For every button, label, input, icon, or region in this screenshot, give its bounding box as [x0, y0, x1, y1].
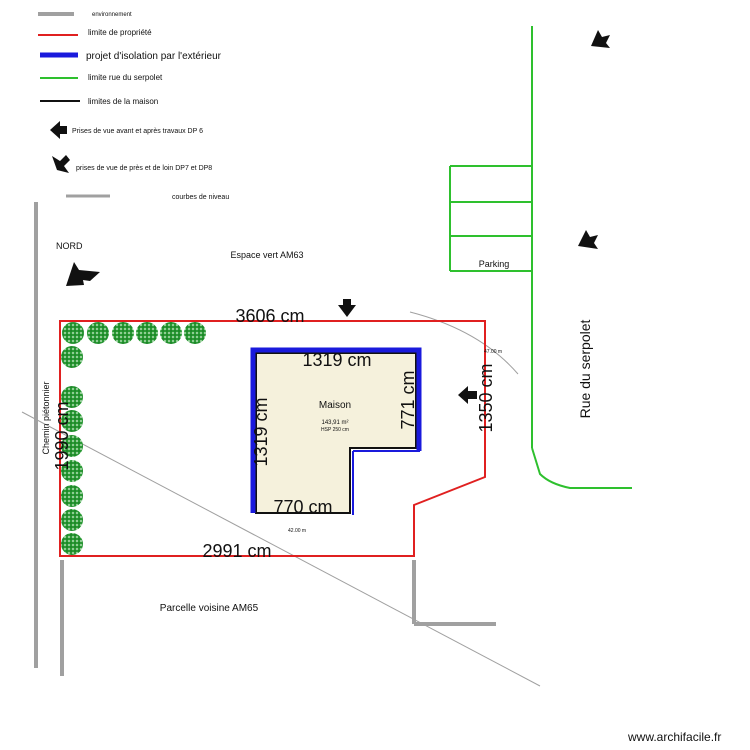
hedge-bush: [61, 509, 83, 531]
property-limit: [59, 320, 486, 557]
hedge-bush: [61, 533, 83, 555]
level-top: 47.00 m: [484, 349, 502, 355]
parking-label: Parking: [479, 259, 510, 269]
footpath-label: Chemin piétonnier: [41, 381, 51, 454]
house-hsp: HSP 250 cm: [321, 427, 349, 433]
dim-house-left: 1319 cm: [251, 397, 271, 466]
green-space-label: Espace vert AM63: [230, 250, 303, 260]
house-label: Maison: [319, 400, 351, 411]
hedge: [61, 322, 206, 555]
dim-house-bottom: 770 cm: [273, 497, 332, 517]
arrow-left-icon: [50, 121, 67, 139]
insulation-walls: [250, 347, 422, 513]
house-outline: [255, 352, 417, 514]
dim-top: 3606 cm: [235, 306, 304, 326]
hedge-bush: [61, 485, 83, 507]
legend-insulation-label: projet d'isolation par l'extérieur: [86, 51, 222, 62]
hedge-bush: [136, 322, 158, 344]
dim-house-top: 1319 cm: [302, 350, 371, 370]
house-area: 143,91 m²: [321, 420, 348, 426]
legend-property-label: limite de propriété: [88, 28, 152, 37]
hedge-bush: [160, 322, 182, 344]
photo-view-diagonal-arrow-icon: [591, 30, 610, 48]
dim-right: 1350 cm: [476, 363, 496, 432]
photo-view-diagonal-arrow-icon: [578, 230, 598, 249]
dim-house-right: 771 cm: [398, 370, 418, 429]
legend-house-label: limites de la maison: [88, 97, 158, 106]
hedge-bush: [87, 322, 109, 344]
hedge-bush: [112, 322, 134, 344]
legend-environment-label: environnement: [92, 12, 132, 18]
watermark: www.archifacile.fr: [627, 730, 721, 744]
level-bottom: 42.00 m: [288, 528, 306, 534]
arrow-diagonal-icon: [52, 155, 70, 173]
legend-photo-dp6-label: Prises de vue avant et après travaux DP …: [72, 128, 203, 135]
legend: environnement limite de propriété projet…: [38, 12, 229, 201]
legend-street-label: limite rue du serpolet: [88, 73, 163, 82]
contour-line-upper: [409, 311, 519, 375]
street-limit-curve: [531, 447, 632, 489]
hedge-bush: [61, 460, 83, 482]
hedge-bush: [184, 322, 206, 344]
hedge-bush: [61, 435, 83, 457]
legend-contour-label: courbes de niveau: [172, 194, 229, 201]
photo-view-arrow-icon: [458, 386, 477, 404]
street-limits: [449, 26, 632, 489]
street-name: Rue du serpolet: [577, 319, 593, 418]
photo-view-arrow-icon: [338, 299, 356, 317]
hedge-bush: [61, 410, 83, 432]
hedge-bush: [61, 346, 83, 368]
dim-bottom: 2991 cm: [202, 541, 271, 561]
hedge-bush: [62, 322, 84, 344]
north-arrow-icon: [66, 262, 100, 286]
hedge-bush: [61, 386, 83, 408]
contour-line-lower: [21, 411, 541, 687]
dim-left: 1990 cm: [52, 401, 72, 470]
legend-photo-dp78-label: prises de vue de près et de loin DP7 et …: [76, 165, 212, 172]
neighbor-parcel-label: Parcelle voisine AM65: [160, 603, 259, 614]
environment: [21, 202, 541, 687]
north-label: NORD: [56, 241, 83, 251]
